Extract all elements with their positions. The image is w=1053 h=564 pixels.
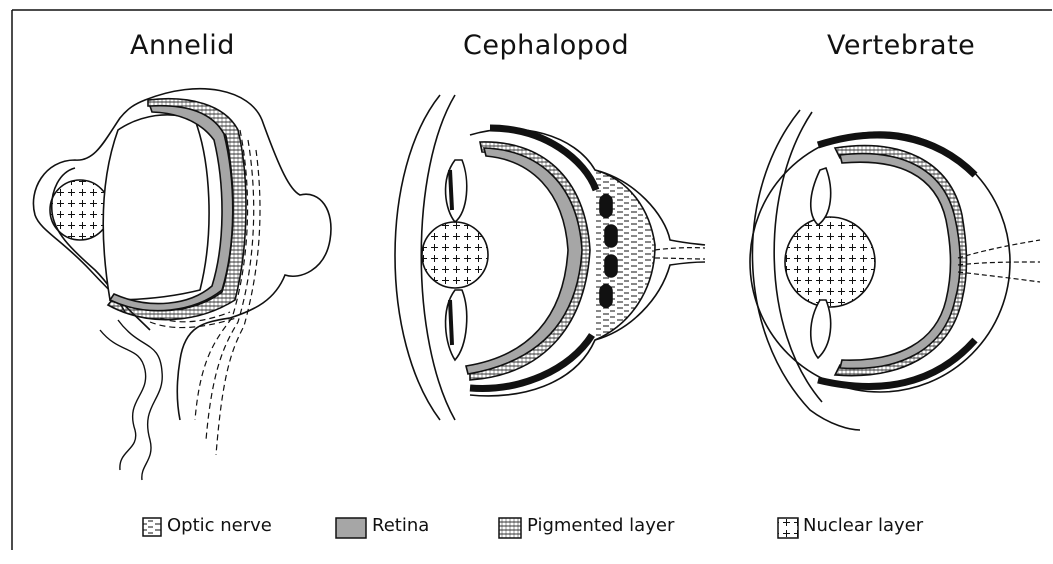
legend-swatch-optic-nerve bbox=[143, 518, 161, 536]
cephalopod-eye bbox=[395, 95, 705, 420]
annelid-eye bbox=[33, 89, 331, 480]
legend-label-pigmented-layer: Pigmented layer bbox=[527, 515, 674, 536]
legend-label-retina: Retina bbox=[372, 515, 429, 536]
annelid-vitreous bbox=[103, 115, 209, 300]
annelid-wavy-nerve-mid bbox=[118, 320, 162, 480]
cephalopod-iris-upper bbox=[446, 160, 467, 222]
vertebrate-ciliary-lower bbox=[811, 300, 831, 358]
legend-label-optic-nerve: Optic nerve bbox=[167, 515, 272, 536]
annelid-nuclear-lens bbox=[50, 180, 110, 240]
vertebrate-optic-nerve bbox=[958, 240, 1040, 282]
legend-label-nuclear-layer: Nuclear layer bbox=[803, 515, 923, 536]
annelid-wavy-nerve-left bbox=[100, 330, 146, 470]
legend-item-retina: Retina bbox=[372, 515, 429, 536]
legend-item-pigmented-layer: Pigmented layer bbox=[527, 515, 674, 536]
title-cephalopod: Cephalopod bbox=[463, 30, 629, 61]
legend-item-optic-nerve: Optic nerve bbox=[167, 515, 272, 536]
title-vertebrate: Vertebrate bbox=[827, 30, 975, 61]
legend-swatch-pigmented-layer bbox=[499, 518, 521, 538]
legend-swatch-nuclear-layer bbox=[778, 518, 798, 538]
legend-item-nuclear-layer: Nuclear layer bbox=[803, 515, 923, 536]
title-annelid: Annelid bbox=[130, 30, 235, 61]
legend-swatch-retina bbox=[336, 518, 366, 538]
cephalopod-optic-nerve bbox=[655, 248, 705, 259]
vertebrate-eye bbox=[750, 110, 1040, 430]
vertebrate-nuclear-lens bbox=[785, 217, 875, 307]
cephalopod-nuclear-lens bbox=[422, 222, 488, 288]
